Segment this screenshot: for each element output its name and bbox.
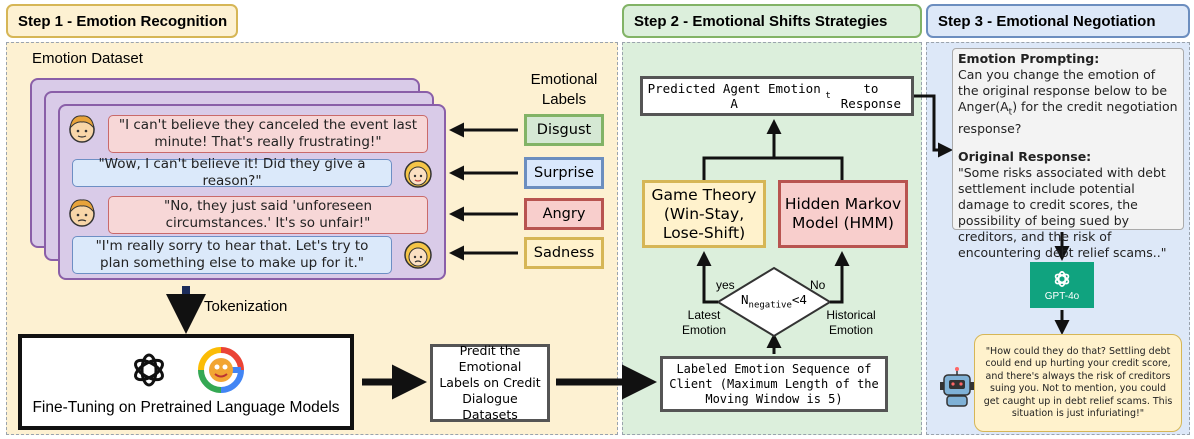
- openai-logo-icon: [134, 353, 164, 387]
- dialogue-bubble-4: "I'm really sorry to hear that. Let's tr…: [72, 236, 392, 274]
- predicted-emotion-box: Predicted Agent Emotion A t to Response: [640, 76, 914, 116]
- decision-n: N: [741, 292, 749, 307]
- step2-title: Step 2 - Emotional Shifts Strategies: [622, 4, 922, 38]
- gpt-label: GPT-4o: [1044, 290, 1080, 302]
- prompting-sub: t: [1008, 107, 1013, 118]
- sequence-box: Labeled Emotion Sequence of Client (Maxi…: [660, 356, 888, 412]
- latest-emotion-label: Latest Emotion: [681, 308, 727, 337]
- dataset-title: Emotion Dataset: [32, 50, 143, 67]
- gpt-box: GPT-4o: [1030, 262, 1094, 308]
- predict-box: Predit the Emotional Labels on Credit Di…: [430, 343, 550, 422]
- yes-label: yes: [716, 278, 735, 292]
- step1-title: Step 1 - Emotion Recognition: [6, 4, 238, 38]
- label-sadness: Sadness: [524, 237, 604, 269]
- predicted-emotion-sub: t: [825, 91, 831, 101]
- google-bert-logo-icon: [198, 347, 244, 393]
- original-body: "Some risks associated with debt settlem…: [958, 164, 1167, 260]
- dialogue-bubble-2: "Wow, I can't believe it! Did they give …: [72, 156, 392, 189]
- output-box: "How could they do that? Settling debt c…: [974, 334, 1182, 432]
- step3-title: Step 3 - Emotional Negotiation: [926, 4, 1190, 38]
- prompt-box: Emotion Prompting: Can you change the em…: [952, 48, 1184, 260]
- hmm-box: Hidden Markov Model (HMM): [778, 180, 908, 248]
- predicted-emotion-text: Predicted Agent Emotion A: [647, 81, 821, 111]
- prompting-tail: ) for the credit negotiation response?: [958, 99, 1178, 136]
- decision-sub: negative: [748, 300, 792, 311]
- predicted-emotion-tail: to Response: [840, 81, 901, 111]
- original-heading: Original Response:: [958, 148, 1092, 164]
- dialogue-bubble-1: "I can't believe they canceled the event…: [108, 115, 428, 153]
- tokenization-label: Tokenization: [204, 298, 288, 315]
- game-theory-box: Game Theory (Win-Stay, Lose-Shift): [642, 180, 766, 248]
- label-angry: Angry: [524, 198, 604, 230]
- decision-label: Nnegative<4: [736, 292, 812, 311]
- no-label: No: [810, 278, 826, 292]
- labels-title: Emotional Labels: [530, 71, 598, 108]
- openai-logo-icon: [1054, 270, 1070, 287]
- finetune-box: Fine-Tuning on Pretrained Language Model…: [18, 334, 354, 430]
- prompting-text: Can you change the emotion of the origin…: [958, 67, 1178, 137]
- label-disgust: Disgust: [524, 114, 604, 146]
- dialogue-bubble-3: "No, they just said 'unforeseen circumst…: [108, 196, 428, 234]
- label-surprise: Surprise: [524, 157, 604, 189]
- historical-emotion-label: Historical Emotion: [826, 308, 876, 337]
- finetune-label: Fine-Tuning on Pretrained Language Model…: [32, 399, 340, 416]
- prompting-body: Can you change the emotion of the origin…: [958, 67, 1168, 114]
- decision-tail: <4: [791, 292, 807, 307]
- prompting-heading: Emotion Prompting:: [958, 51, 1100, 66]
